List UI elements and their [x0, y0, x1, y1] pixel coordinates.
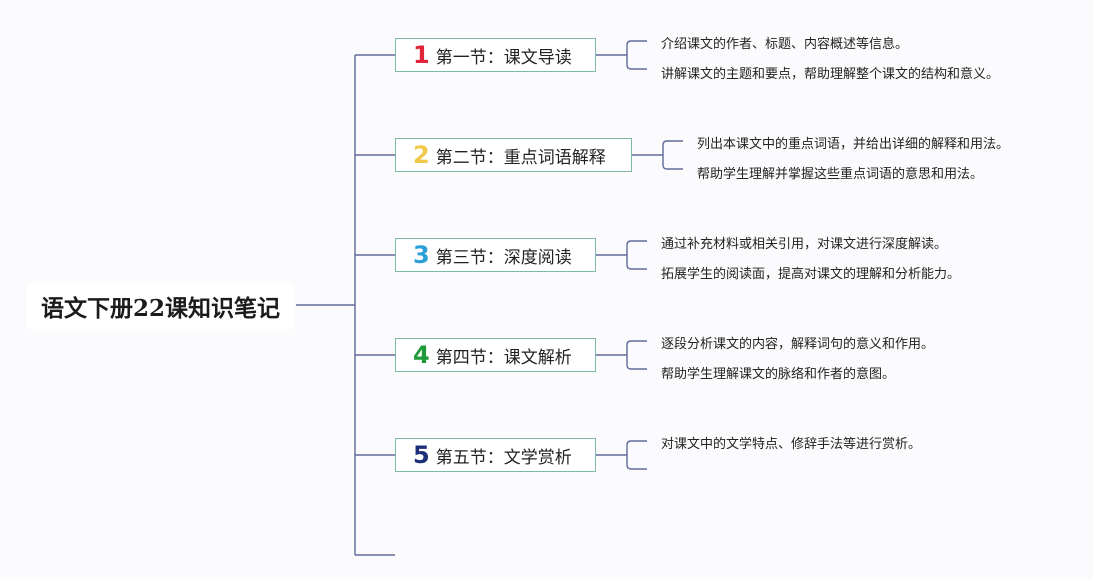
section-number-badge: 2: [413, 141, 430, 169]
detail-bracket-1: [626, 40, 647, 70]
detail-item[interactable]: 拓展学生的阅读面，提高对课文的理解和分析能力。: [661, 267, 961, 282]
root-topic[interactable]: 语文下册22课知识笔记: [27, 283, 294, 329]
detail-item[interactable]: 帮助学生理解并掌握这些重点词语的意思和用法。: [697, 167, 984, 182]
section-number-badge: 4: [413, 341, 430, 369]
root-title: 语文下册22课知识笔记: [40, 295, 280, 322]
section-label: 第二节：重点词语解释: [435, 147, 606, 168]
section-label: 第一节：课文导读: [435, 47, 572, 68]
detail-bracket-5: [626, 440, 647, 470]
detail-item[interactable]: 通过补充材料或相关引用，对课文进行深度解读。: [661, 237, 948, 252]
section-node-5[interactable]: 5 第五节：文学赏析: [395, 438, 596, 472]
detail-bracket-2: [662, 140, 683, 170]
section-node-1[interactable]: 1 第一节：课文导读: [395, 38, 596, 72]
detail-item[interactable]: 讲解课文的主题和要点，帮助理解整个课文的结构和意义。: [661, 67, 1000, 82]
detail-item[interactable]: 帮助学生理解课文的脉络和作者的意图。: [661, 367, 896, 382]
section-label: 第五节：文学赏析: [435, 447, 572, 468]
detail-item[interactable]: 介绍课文的作者、标题、内容概述等信息。: [661, 37, 909, 52]
section-label: 第三节：深度阅读: [435, 247, 572, 268]
detail-bracket-4: [626, 340, 647, 370]
section-node-3[interactable]: 3 第三节：深度阅读: [395, 238, 596, 272]
detail-item[interactable]: 逐段分析课文的内容，解释词句的意义和作用。: [661, 337, 935, 352]
detail-bracket-3: [626, 240, 647, 270]
section-node-4[interactable]: 4 第四节：课文解析: [395, 338, 596, 372]
detail-item[interactable]: 对课文中的文学特点、修辞手法等进行赏析。: [661, 437, 922, 452]
section-label: 第四节：课文解析: [435, 347, 572, 368]
section-number-badge: 5: [413, 441, 430, 469]
section-number-badge: 3: [413, 241, 430, 269]
section-number-badge: 1: [413, 41, 430, 69]
detail-item[interactable]: 列出本课文中的重点词语，并给出详细的解释和用法。: [697, 137, 1010, 152]
section-node-2[interactable]: 2 第二节：重点词语解释: [395, 138, 632, 172]
